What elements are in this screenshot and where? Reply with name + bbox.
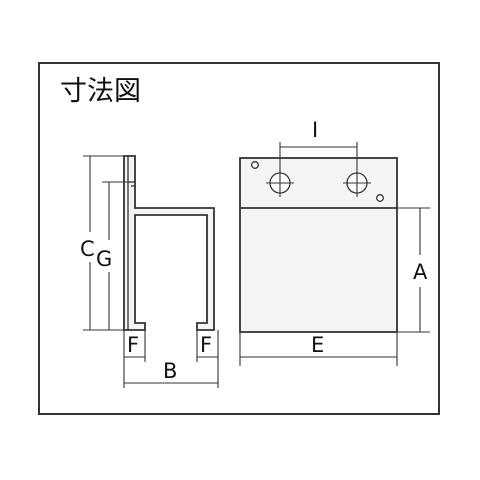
label-a: A [413,260,428,284]
label-g: G [96,247,112,271]
label-b: B [163,359,177,383]
dimension-i [279,142,358,169]
label-e: E [311,333,324,357]
dimension-a [397,207,430,333]
dimension-c [83,155,124,331]
dimension-f-b [123,330,219,388]
side-view-bracket [123,155,215,331]
label-f-left: F [127,333,139,357]
label-i: I [312,118,318,142]
dimension-e [239,332,398,366]
hole-centerlines [266,169,371,197]
label-f-right: F [200,333,212,357]
dimension-g [102,181,128,330]
side-view-details [127,156,135,330]
drawing-title: 寸法図 [60,76,141,107]
label-c: C [80,237,95,261]
front-view-plate [239,157,398,333]
